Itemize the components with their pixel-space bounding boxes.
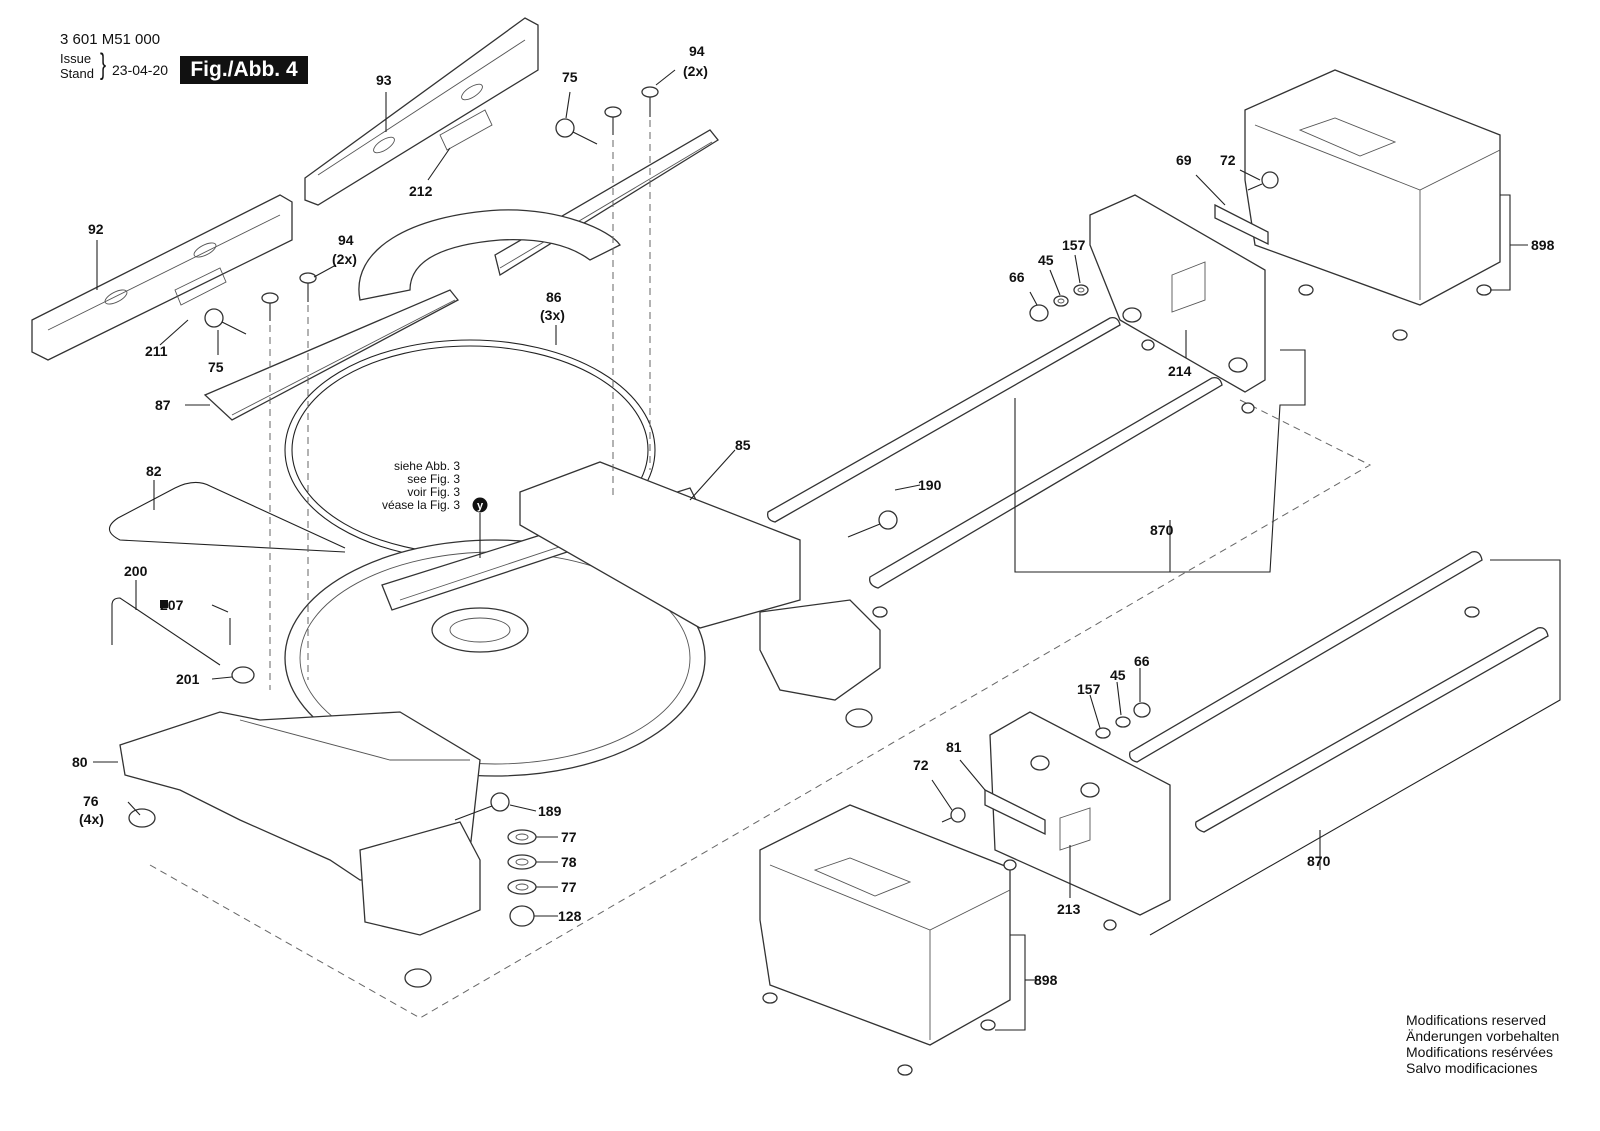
part-label: 898	[1034, 972, 1058, 988]
part-label: 69	[1176, 152, 1192, 168]
part-label: 92	[88, 221, 104, 237]
part-label: 77	[561, 879, 577, 895]
part-label: 212	[409, 183, 433, 199]
fence-base-87	[203, 129, 719, 421]
part-label: 85	[735, 437, 751, 453]
issue-label: Issue	[60, 51, 92, 66]
part-label: 82	[146, 463, 162, 479]
part-label: 66	[1134, 653, 1150, 669]
part-label: 75	[562, 69, 578, 85]
dashed-guides	[149, 120, 1372, 1019]
document-number: 3 601 M51 000	[60, 31, 161, 48]
fence-93	[304, 17, 539, 206]
reference-note: siehe Abb. 3 see Fig. 3 voir Fig. 3 véas…	[382, 459, 488, 558]
note-line: Salvo modificaciones	[1406, 1060, 1538, 1076]
part-label: 81	[946, 739, 962, 755]
part-label: 211	[145, 343, 168, 359]
part-label: 189	[538, 803, 562, 819]
fence-92	[31, 194, 293, 361]
part-label: 213	[1057, 901, 1081, 917]
toolbox-lower-898	[759, 804, 1011, 1046]
small-parts-left	[108, 86, 659, 927]
support-lower-213	[989, 711, 1171, 916]
part-label: 72	[913, 757, 929, 773]
part-label: 45	[1110, 667, 1126, 683]
reference-badge	[472, 497, 488, 513]
part-label: 45	[1038, 252, 1054, 268]
support-upper-214	[1089, 194, 1266, 393]
note-line: Änderungen vorbehalten	[1406, 1028, 1560, 1044]
brace-mark: }	[100, 48, 107, 81]
part-label: 201	[176, 671, 200, 687]
square-marker-icon	[160, 600, 168, 608]
part-label: 214	[1168, 363, 1192, 379]
part-label: 86	[546, 289, 562, 305]
issue-date: 23-04-20	[112, 62, 169, 78]
part-label: 72	[1220, 152, 1236, 168]
feet-76	[128, 708, 873, 988]
part-label: 93	[376, 72, 392, 88]
reference-line: voir Fig. 3	[407, 485, 460, 499]
figure-badge: Fig./Abb. 4	[180, 56, 308, 84]
part-label: 75	[208, 359, 224, 375]
reference-line: véase la Fig. 3	[382, 498, 460, 512]
part-label: 190	[918, 477, 942, 493]
part-label: 128	[558, 908, 582, 924]
reference-badge-letter: y	[477, 500, 484, 512]
part-label: 94	[689, 43, 705, 59]
part-label: 157	[1077, 681, 1101, 697]
note-line: Modifications reserved	[1406, 1012, 1547, 1028]
part-labels: 93 75 94 (2x) 212 92 94 (2x) 211 75 86 (…	[72, 43, 1555, 988]
part-label: 157	[1062, 237, 1086, 253]
part-label: 870	[1307, 853, 1331, 869]
part-label: 76	[83, 793, 99, 809]
part-label: 78	[561, 854, 577, 870]
part-label: 94	[338, 232, 354, 248]
reference-line: siehe Abb. 3	[394, 459, 460, 473]
part-label: 87	[155, 397, 171, 413]
part-qty: (2x)	[683, 63, 708, 79]
reference-line: see Fig. 3	[407, 472, 460, 486]
part-qty: (2x)	[332, 251, 357, 267]
base-frame-80	[119, 461, 881, 936]
part-label: 898	[1531, 237, 1555, 253]
extension-rods-lower	[1129, 551, 1549, 833]
toolbox-upper-898	[1244, 69, 1501, 306]
stand-label: Stand	[60, 66, 94, 81]
leader-lines	[93, 69, 1561, 1031]
part-label: 66	[1009, 269, 1025, 285]
note-line: Modifications resérvées	[1406, 1044, 1554, 1060]
small-parts-right	[762, 171, 1492, 1076]
part-label: 77	[561, 829, 577, 845]
part-qty: (4x)	[79, 811, 104, 827]
modification-notes: Modifications reserved Änderungen vorbeh…	[1406, 1012, 1559, 1076]
part-label: 80	[72, 754, 88, 770]
part-qty: (3x)	[540, 307, 565, 323]
extension-rods-upper	[767, 317, 1223, 589]
part-label: 200	[124, 563, 148, 579]
part-label: 870	[1150, 522, 1174, 538]
